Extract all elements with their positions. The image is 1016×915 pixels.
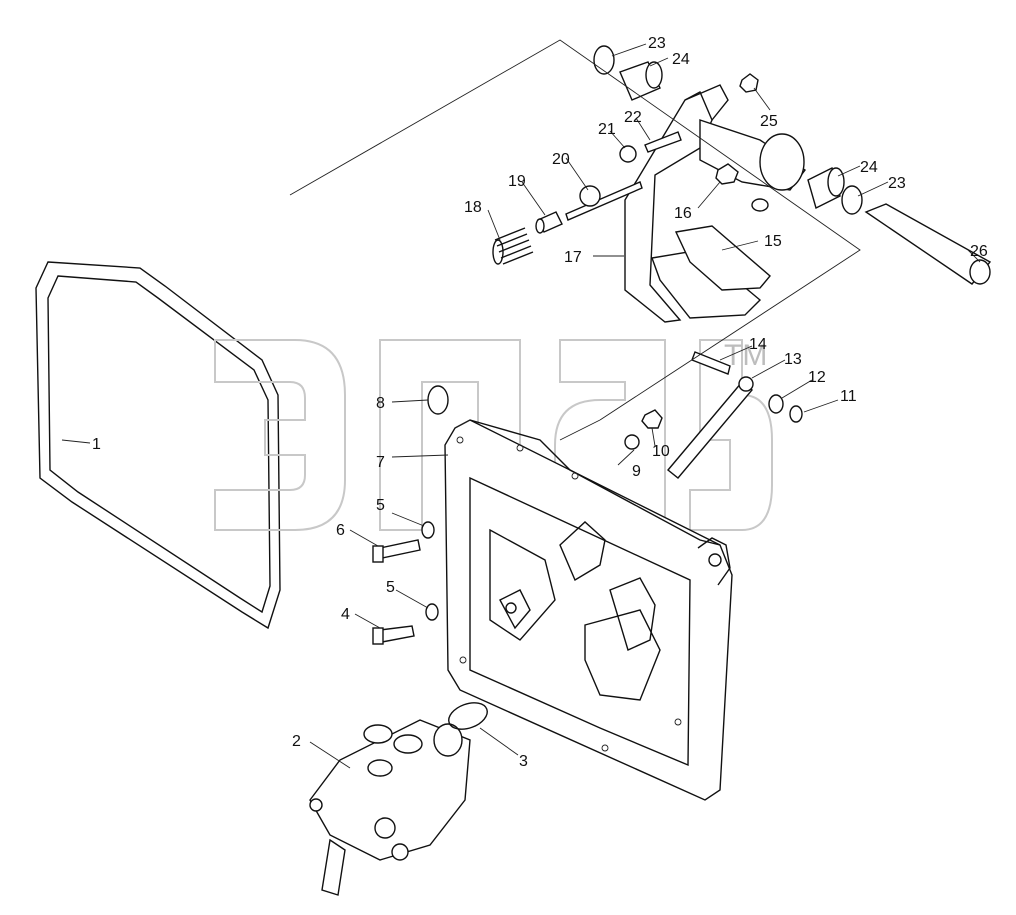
callout-17: 17: [564, 249, 582, 266]
callout-5-lower: 5: [386, 579, 395, 596]
callout-7: 7: [376, 454, 385, 471]
bracket-part-17: [624, 84, 729, 323]
spring-cap-part-19: [535, 211, 563, 234]
drain-fitting-part-2: [309, 719, 471, 896]
callout-23-top: 23: [648, 35, 666, 52]
assembly-outline: [289, 39, 861, 421]
callout-15: 15: [764, 233, 782, 250]
callouts: 1 2 3 4 5 5 6 7 8 9 10 11 12 13 14 15 16…: [92, 35, 988, 770]
nut-part-10: [641, 409, 663, 429]
bushing-part-12: [768, 394, 784, 414]
callout-24-top: 24: [672, 51, 690, 68]
gasket-part-1: [35, 261, 281, 630]
callout-16: 16: [674, 205, 692, 222]
callout-3: 3: [519, 753, 528, 770]
spring-part-18: [492, 227, 534, 265]
washer-part-23-right: [841, 185, 863, 215]
callout-20: 20: [552, 151, 570, 168]
washer-part-23-top: [593, 45, 615, 75]
washer-part-8: [427, 385, 449, 415]
housing-part-7: [444, 419, 733, 801]
bolt-part-22: [644, 131, 682, 153]
nut-part-16: [715, 163, 739, 185]
callout-9: 9: [632, 463, 641, 480]
callout-2: 2: [292, 733, 301, 750]
callout-12: 12: [808, 369, 826, 386]
callout-26: 26: [970, 243, 988, 260]
ball-part-21: [619, 145, 637, 163]
bushing-part-24-right: [807, 166, 845, 210]
callout-8: 8: [376, 395, 385, 412]
callout-22: 22: [624, 109, 642, 126]
callout-5-upper: 5: [376, 497, 385, 514]
pushrod-part-20: [565, 181, 643, 221]
callout-21: 21: [598, 121, 616, 138]
washer-part-5-upper: [421, 521, 435, 539]
callout-11: 11: [840, 388, 857, 405]
callout-18: 18: [464, 199, 482, 216]
callout-24-right: 24: [860, 159, 878, 176]
washer-part-5-lower: [425, 603, 439, 621]
pedal-pad-part-15: [651, 225, 771, 319]
pedal-hub: [699, 119, 807, 212]
bolt-part-4: [372, 625, 415, 645]
shaft-part-26: [864, 203, 992, 285]
callout-25: 25: [760, 113, 778, 130]
callout-10: 10: [652, 443, 670, 460]
callout-6: 6: [336, 522, 345, 539]
o-ring-part-3: [448, 702, 488, 730]
bolt-part-6: [372, 539, 421, 563]
callout-4: 4: [341, 606, 350, 623]
bushing-part-24-top: [619, 61, 663, 101]
callout-14: 14: [749, 336, 767, 353]
callout-1: 1: [92, 436, 101, 453]
leader-lines: [61, 43, 981, 769]
washer-part-9: [624, 434, 640, 450]
callout-19: 19: [508, 173, 526, 190]
rod-part-13: [667, 376, 754, 479]
pin-part-14: [691, 351, 731, 375]
clip-part-11: [789, 405, 803, 423]
callout-13: 13: [784, 351, 802, 368]
callout-23-right: 23: [888, 175, 906, 192]
